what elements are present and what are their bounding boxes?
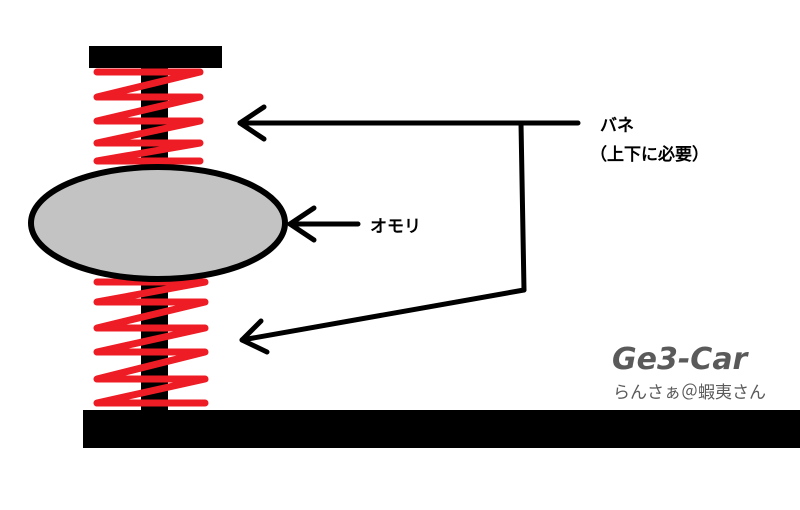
mass-label: オモリ — [370, 217, 421, 237]
upper-spring — [93, 68, 204, 165]
mass-ellipse — [28, 164, 288, 282]
watermark-title: Ge3-Car — [612, 342, 750, 377]
top-cap — [89, 46, 222, 68]
lower-spring-arrowhead — [239, 318, 270, 355]
spring-leader-lines — [237, 120, 581, 343]
watermark-credit: らんさぁ＠蝦夷さん — [613, 383, 766, 403]
spring-note-label: （上下に必要） — [590, 144, 709, 165]
lower-spring — [93, 278, 209, 407]
upper-spring-arrowhead — [237, 104, 267, 142]
ground-plate — [83, 410, 800, 448]
mass-arrow — [287, 205, 361, 243]
spring-label: バネ — [600, 116, 634, 136]
